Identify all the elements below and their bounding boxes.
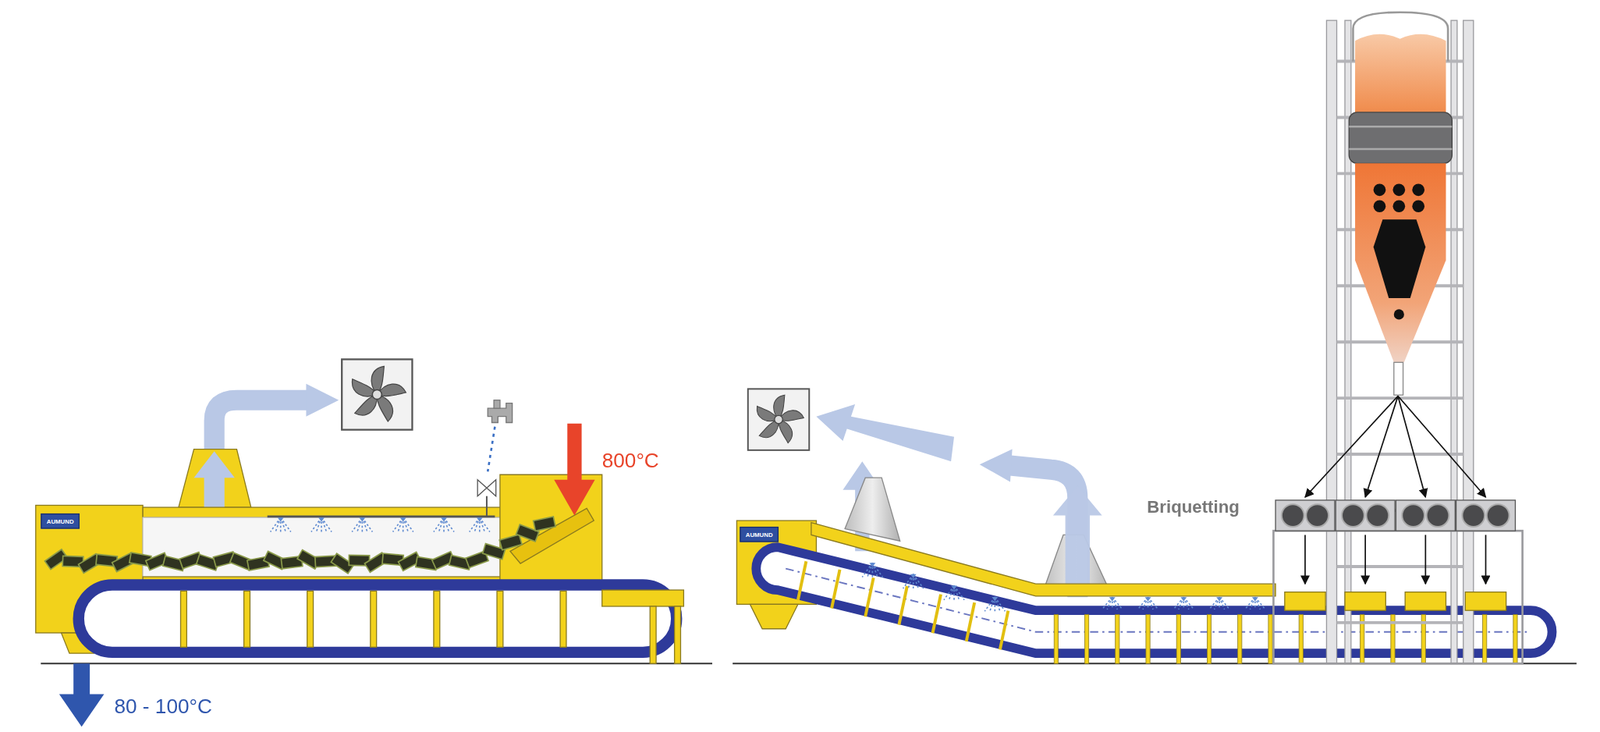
air-arrow-up	[1053, 486, 1103, 587]
hot-feed-arrow	[553, 423, 595, 516]
exhaust-arrow	[214, 400, 309, 450]
pan-conveyor-belt	[78, 585, 678, 653]
discharge-arrow	[59, 663, 105, 727]
exhaust-arrow-head	[979, 449, 1013, 483]
spray-pipe	[267, 515, 496, 518]
logo-text: AUMUND	[46, 517, 75, 525]
water-tap-handle	[493, 400, 501, 408]
logo-plate: AUMUND	[739, 526, 779, 543]
water-drops	[487, 426, 495, 472]
water-sprays	[862, 562, 1266, 611]
castings-on-belt	[44, 516, 556, 574]
temperature-label: 800°C	[602, 449, 660, 473]
valve-stem	[486, 496, 488, 517]
exhaust-arrow-head	[305, 383, 339, 417]
feed-arrows	[1305, 396, 1487, 497]
exhaust-arrow	[815, 404, 955, 462]
cooling-conveyor-belt	[755, 546, 1552, 653]
fan-icon	[748, 388, 809, 450]
support-posts	[180, 590, 682, 664]
exhaust-stack	[178, 449, 252, 508]
discharge-hopper	[749, 603, 798, 628]
feed-chute	[510, 507, 594, 564]
belt-supports	[798, 560, 1518, 664]
tail-frame	[602, 589, 685, 607]
cupola-furnace	[1348, 12, 1452, 396]
exhaust-stack	[844, 477, 901, 541]
water-valve	[477, 479, 497, 497]
hood-top	[142, 507, 511, 518]
process-label: Briquetting	[1146, 496, 1240, 518]
logo-plate: AUMUND	[40, 513, 80, 529]
water-sprays	[270, 517, 490, 532]
belt-centre-line	[785, 568, 1531, 632]
briquetting-presses	[1275, 500, 1515, 611]
tower-frame	[1326, 20, 1473, 664]
temperature-label: 80 - 100°C	[114, 695, 213, 719]
logo-text: AUMUND	[745, 531, 774, 538]
ground-line	[40, 662, 713, 664]
air-arrow-up	[194, 450, 235, 508]
press-frame	[1273, 530, 1522, 664]
hood-inside	[142, 517, 511, 579]
fan-icon	[341, 358, 412, 430]
